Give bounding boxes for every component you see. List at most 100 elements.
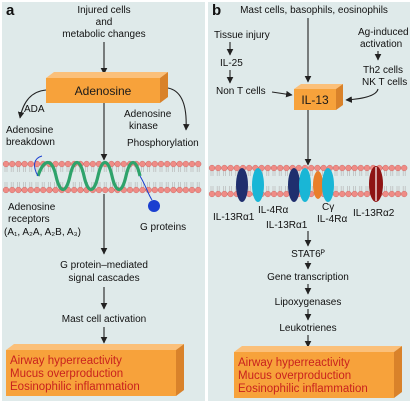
lipid-head <box>33 186 41 194</box>
label-il13ra2: IL-13Rα2 <box>353 208 395 219</box>
lipid-head <box>382 164 389 172</box>
lipid-head <box>221 164 228 172</box>
label-il13ra1-mid: IL-13Rα1 <box>266 220 308 231</box>
lipid-head <box>314 164 321 172</box>
tissue-injury: Tissue injury <box>214 30 270 41</box>
label-il4ra-right: IL-4Rα <box>317 214 347 225</box>
lipid-head <box>27 160 34 168</box>
lipid-head <box>21 160 28 168</box>
lipid-head <box>40 186 47 194</box>
il13ra1-receptor-2 <box>288 168 300 202</box>
lipid-head <box>188 160 196 168</box>
lipid-head <box>401 164 408 172</box>
adenosine-receptor <box>36 160 142 192</box>
b-inputs: Mast cells, basophils, eosinophils <box>240 5 388 16</box>
lipid-head <box>120 160 127 168</box>
lipid-head <box>227 164 234 172</box>
b-outcome-line-1: Airway hyperreactivity <box>238 357 350 369</box>
lipid-head <box>133 186 140 194</box>
il13-label: IL-13 <box>301 93 329 107</box>
lipid-head <box>295 164 302 172</box>
a-outcome-box: Airway hyperreactivity Mucus overproduct… <box>6 344 184 396</box>
kinase-line-2: kinase <box>129 121 158 132</box>
a-input-line-3: metabolic changes <box>62 29 145 40</box>
lipid-head <box>345 190 352 198</box>
lipid-head <box>164 160 171 168</box>
lipid-head <box>21 186 28 194</box>
lipid-head <box>221 190 228 198</box>
lipid-head <box>339 164 346 172</box>
lipid-head <box>227 190 234 198</box>
lipid-head <box>139 160 146 168</box>
panel-a-letter: a <box>6 2 15 19</box>
lipid-head <box>215 164 222 172</box>
lipid-head <box>15 160 22 168</box>
panel-b-letter: b <box>212 2 221 19</box>
lipid-head <box>208 190 216 198</box>
lipid-head <box>363 190 371 198</box>
il4ra-receptor-3 <box>322 168 334 202</box>
lipid-head <box>151 186 158 194</box>
lipid-head <box>283 190 290 198</box>
mast-activation: Mast cell activation <box>62 314 146 325</box>
panel-a: a Injured cells and metabolic changes Ad… <box>2 2 205 401</box>
ada-label: ADA <box>24 104 45 115</box>
lipid-head <box>139 186 146 194</box>
common-gamma-chain <box>313 171 323 199</box>
a-input-line-1: Injured cells <box>77 5 130 16</box>
lipid-head <box>64 160 72 168</box>
lipid-head <box>270 190 278 198</box>
label-il13ra1-left: IL-13Rα1 <box>213 212 255 223</box>
il4ra-receptor-1 <box>252 168 264 202</box>
lipid-head <box>114 160 121 168</box>
stat6-label: STAT6ᴾ <box>291 249 325 260</box>
il25-label: IL-25 <box>220 58 243 69</box>
a-outcome-line-1: Airway hyperreactivity <box>10 355 122 367</box>
lipid-head <box>388 164 395 172</box>
lipid-head <box>83 160 90 168</box>
lipid-head <box>9 186 16 194</box>
lipid-head <box>71 186 78 194</box>
lipid-head <box>58 160 65 168</box>
lipid-head <box>332 190 340 198</box>
cascade-line-2: signal cascades <box>68 273 139 284</box>
b-arrow-non-t <box>271 90 293 98</box>
lipid-head <box>264 164 271 172</box>
receptor-types: (A₁, A₂A, A₂B, A₃) <box>4 227 81 238</box>
adenosine-label: Adenosine <box>75 84 132 98</box>
a-arrow-ada <box>17 89 47 119</box>
cascade-line-1: G protein–mediated <box>60 260 148 271</box>
lipid-head <box>351 190 358 198</box>
ag-line-2: activation <box>360 39 402 50</box>
lipid-head <box>401 190 408 198</box>
lipid-head <box>9 160 16 168</box>
a-outcome-line-2: Mucus overproduction <box>10 368 123 380</box>
lipid-head <box>308 164 315 172</box>
lipid-head <box>157 186 165 194</box>
lipid-head <box>394 190 402 198</box>
lipid-head <box>264 190 271 198</box>
lipid-head <box>145 160 152 168</box>
lipid-head <box>46 186 53 194</box>
lipid-head <box>170 160 177 168</box>
lipid-head <box>345 164 352 172</box>
lipid-head <box>2 186 10 194</box>
lipid-head <box>195 160 202 168</box>
lipid-head <box>126 186 134 194</box>
lipid-head <box>182 186 189 194</box>
transcription-label: Gene transcription <box>267 272 349 283</box>
lipid-head <box>2 160 10 168</box>
b-outcome-box: Airway hyperreactivity Mucus overproduct… <box>234 346 402 398</box>
lipid-head <box>388 190 395 198</box>
lipid-head <box>357 164 364 172</box>
kinase-line-1: Adenosine <box>124 109 172 120</box>
lipid-head <box>215 190 222 198</box>
lipid-head <box>339 190 346 198</box>
lipid-head <box>89 160 96 168</box>
lipid-head <box>188 186 196 194</box>
lipid-head <box>102 186 109 194</box>
lipid-head <box>270 164 278 172</box>
lipid-head <box>320 164 327 172</box>
lipid-head <box>176 186 183 194</box>
